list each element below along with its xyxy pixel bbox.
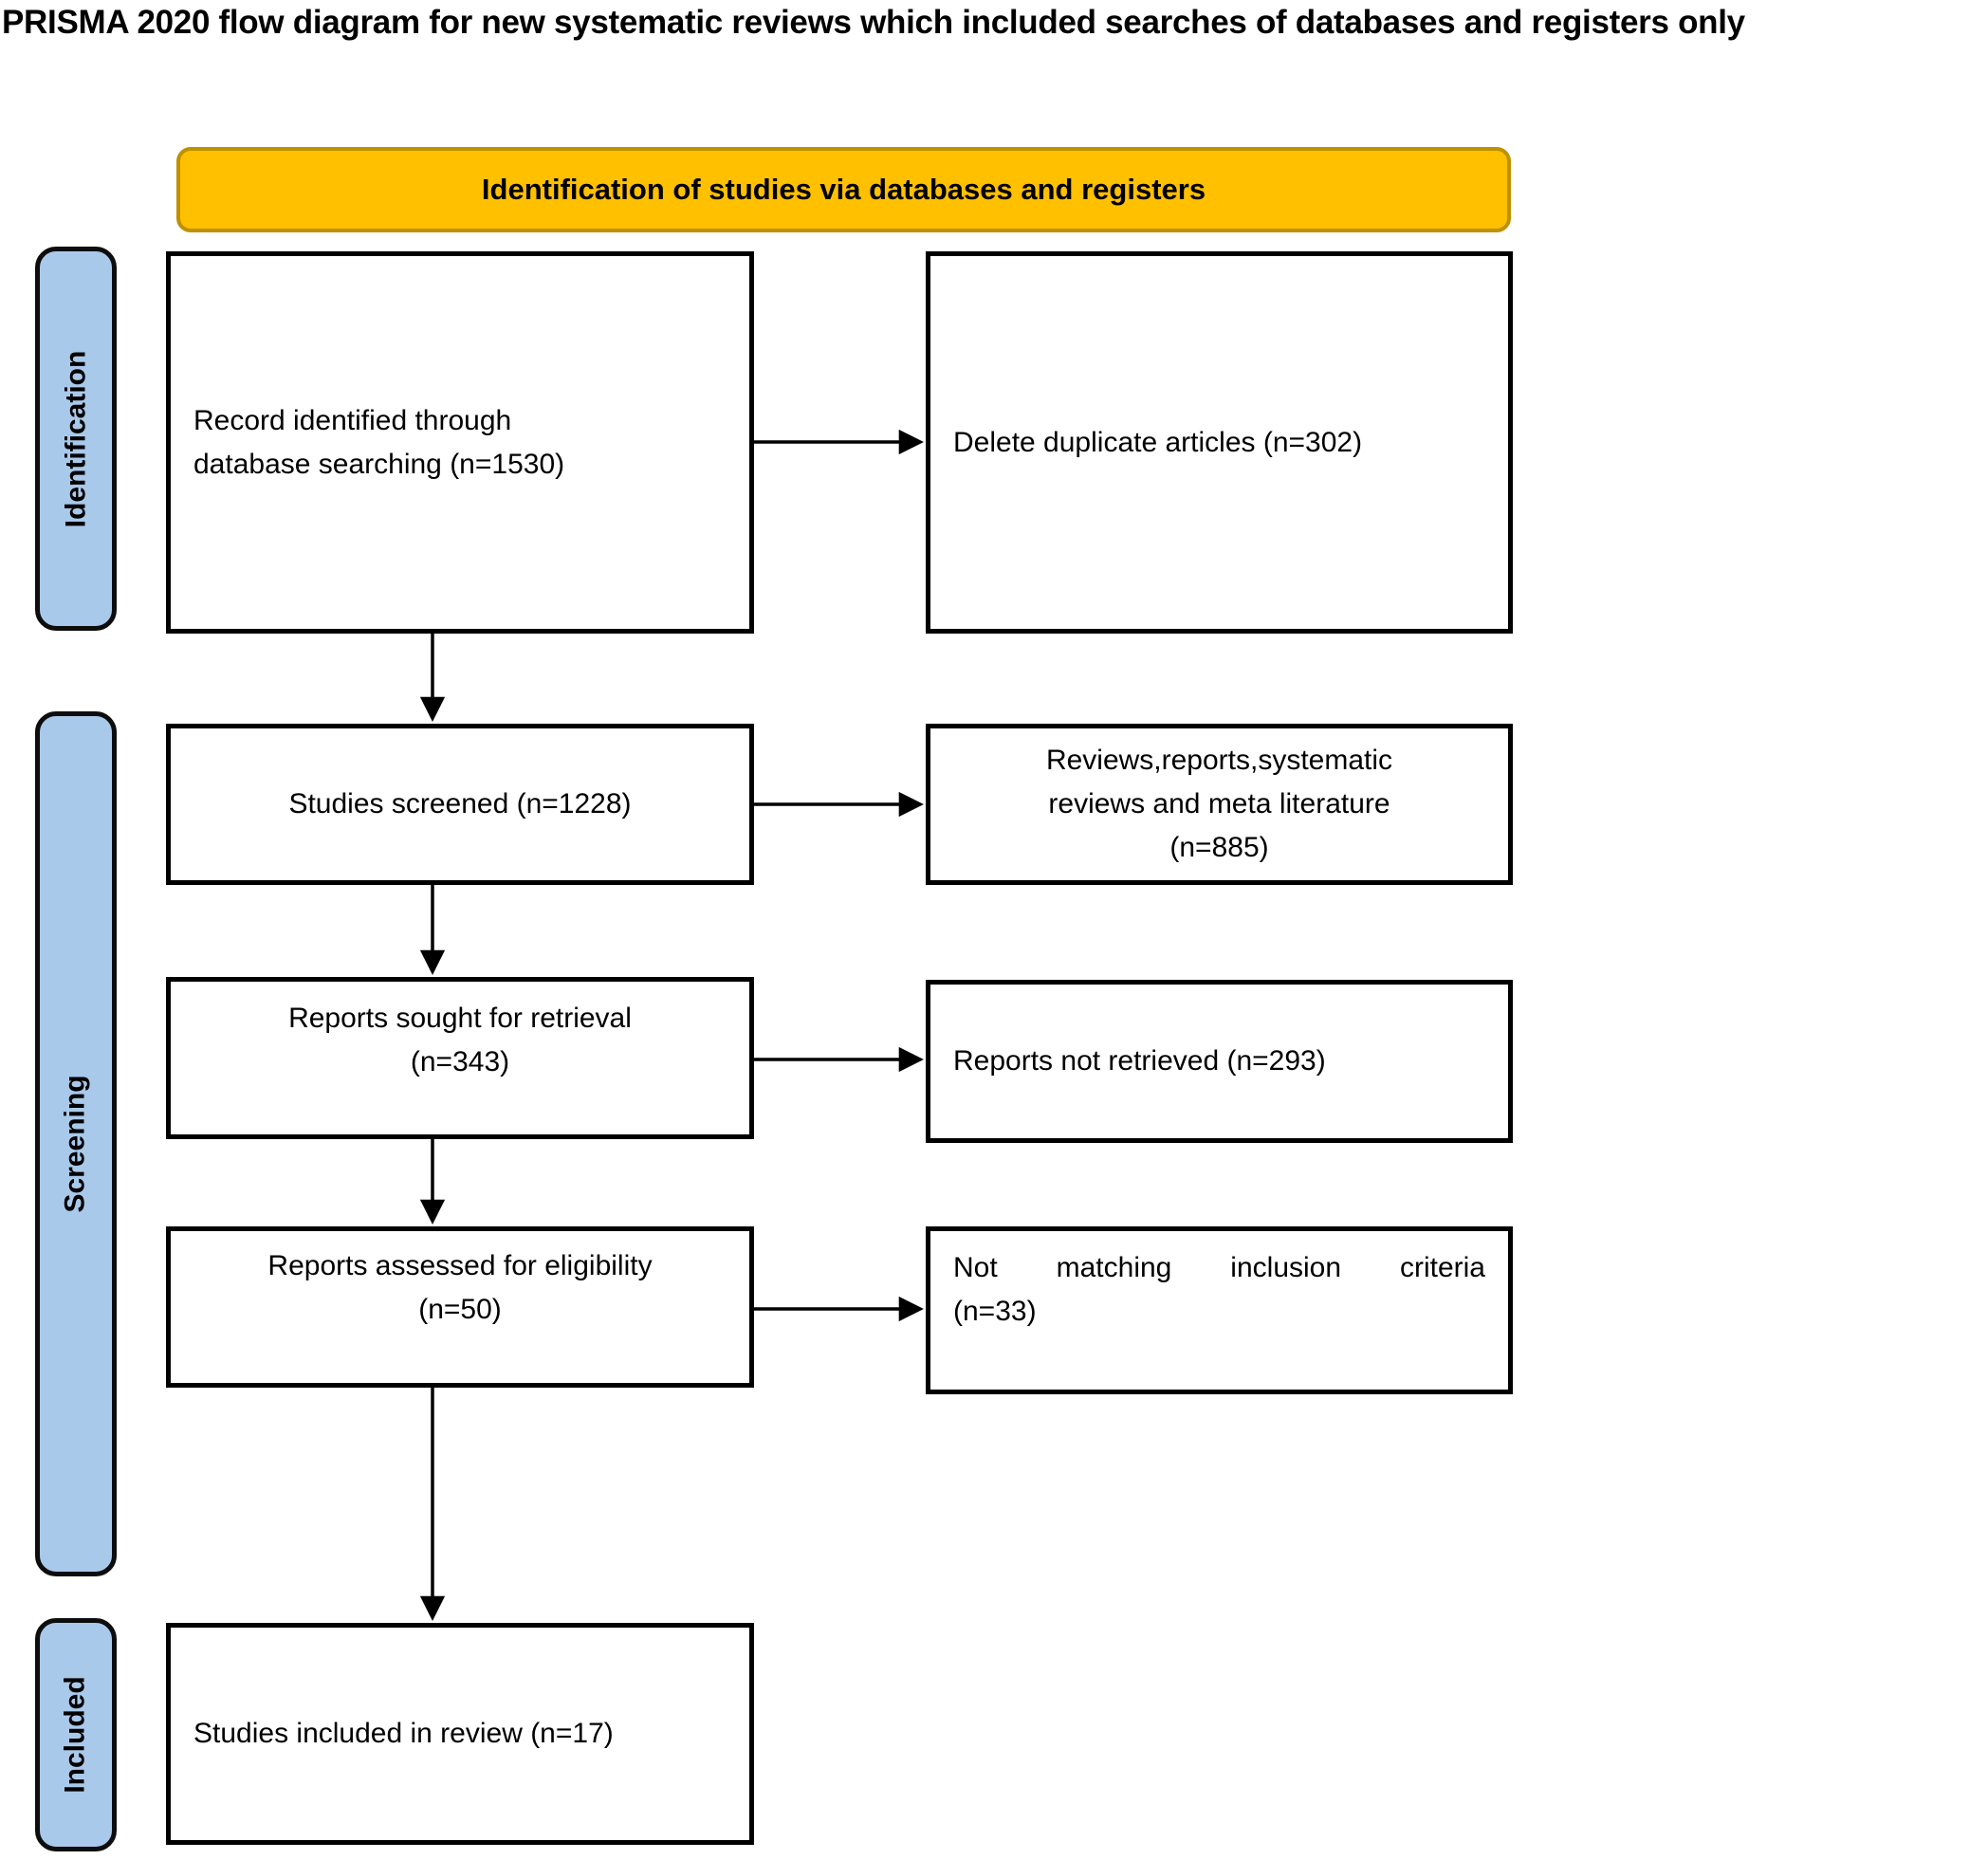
box-reports-assessed: Reports assessed for eligibility (n=50)	[166, 1226, 754, 1388]
box-duplicates-removed-line-1: Delete duplicate articles (n=302)	[953, 426, 1363, 458]
box-reports-not-retrieved: Reports not retrieved (n=293)	[926, 980, 1513, 1143]
stage-tab-included: Included	[35, 1618, 117, 1851]
box-studies-screened: Studies screened (n=1228)	[166, 724, 754, 885]
box-reviews-reports-excluded-line-1: Reviews,reports,systematic	[1045, 745, 1393, 776]
box-records-identified: Record identified through database searc…	[166, 251, 754, 634]
diagram-title: PRISMA 2020 flow diagram for new systema…	[2, 4, 1745, 41]
box-reviews-reports-excluded-line-2: reviews and meta literature	[1048, 788, 1390, 820]
box-reviews-reports-excluded-line-3: (n=885)	[1169, 832, 1269, 863]
box-not-matching-criteria: Not matching inclusion criteria (n=33)	[926, 1226, 1513, 1394]
box-reports-sought-line-2: (n=343)	[410, 1046, 510, 1077]
banner-identification-via-databases: Identification of studies via databases …	[176, 147, 1511, 232]
stage-tab-identification-label: Identification	[60, 350, 92, 527]
box-studies-screened-line-1: Studies screened (n=1228)	[288, 788, 632, 820]
box-records-identified-line-1: Record identified through	[193, 404, 512, 436]
banner-label: Identification of studies via databases …	[481, 173, 1206, 206]
box-reports-sought: Reports sought for retrieval (n=343)	[166, 977, 754, 1139]
box-reports-assessed-line-1: Reports assessed for eligibility	[267, 1250, 653, 1281]
box-not-matching-criteria-line-2: (n=33)	[953, 1296, 1037, 1327]
box-duplicates-removed: Delete duplicate articles (n=302)	[926, 251, 1513, 634]
box-reports-sought-line-1: Reports sought for retrieval	[288, 1003, 632, 1034]
stage-tab-screening-label: Screening	[60, 1075, 91, 1213]
box-studies-included-line-1: Studies included in review (n=17)	[193, 1718, 614, 1749]
box-studies-included: Studies included in review (n=17)	[166, 1623, 754, 1845]
box-reviews-reports-excluded: Reviews,reports,systematic reviews and m…	[926, 724, 1513, 885]
stage-tab-included-label: Included	[60, 1676, 91, 1794]
stage-tab-screening: Screening	[35, 711, 117, 1576]
box-reports-not-retrieved-line-1: Reports not retrieved (n=293)	[953, 1045, 1326, 1077]
stage-tab-identification: Identification	[35, 247, 117, 631]
box-not-matching-criteria-line-1: Not matching inclusion criteria	[953, 1252, 1485, 1283]
box-reports-assessed-line-2: (n=50)	[418, 1294, 502, 1325]
box-records-identified-line-2: database searching (n=1530)	[193, 448, 565, 480]
